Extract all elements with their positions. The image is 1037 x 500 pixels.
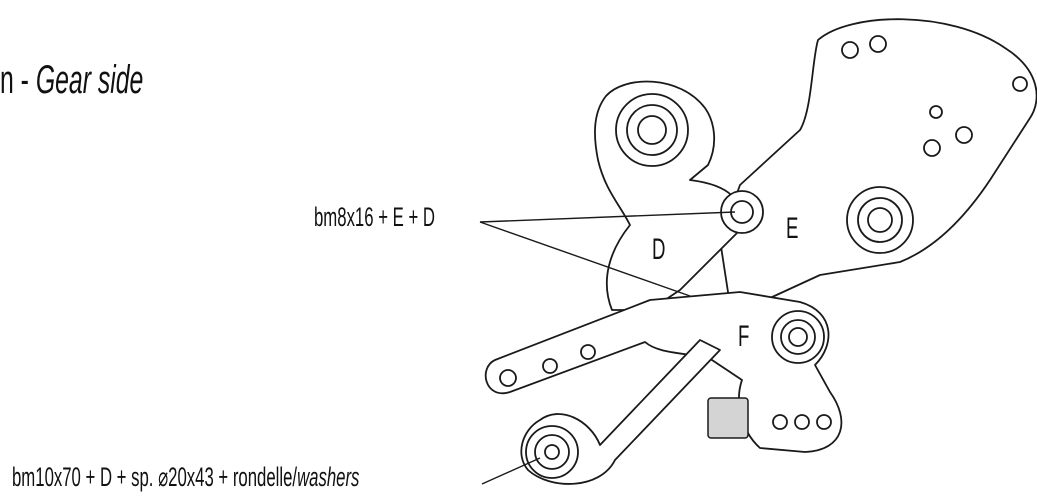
plate-e [719,18,1037,306]
part-label-d: D [652,233,666,266]
spacer-block [707,397,749,439]
page-title: n - Gear side [0,58,143,103]
callout-bottom-main: bm10x70 + D + sp. ⌀20x43 + rondelle/ [12,462,298,492]
part-label-e: E [786,212,799,245]
hole [580,344,596,360]
leader-line-top-d [479,221,691,297]
hole [816,414,832,430]
leader-line-top-e [479,211,736,223]
hole [1012,76,1028,92]
pivot-d-inner [637,115,667,145]
hole [499,369,517,387]
lever-f [484,291,843,453]
hole [794,414,810,430]
pivot-e-inner [867,207,893,233]
leader-line-bottom [481,457,541,485]
hole [841,41,859,59]
callout-bottom-italic: washers [297,462,360,492]
callout-bottom: bm10x70 + D + sp. ⌀20x43 + rondelle/wash… [12,462,359,493]
callout-top: bm8x16 + E + D [314,202,435,232]
hole [772,414,788,430]
part-label-f: F [738,320,750,353]
hole [923,139,941,157]
pivot-f-inner [788,327,808,347]
hole [869,35,887,53]
bolt-bm10-inner [544,444,560,460]
title-prefix: n - [0,58,36,102]
hole [929,105,943,119]
hole [955,126,973,144]
title-side: Gear side [35,58,144,102]
hole [542,358,558,374]
